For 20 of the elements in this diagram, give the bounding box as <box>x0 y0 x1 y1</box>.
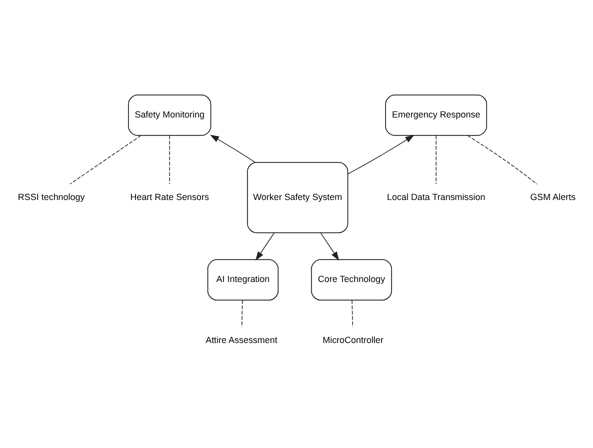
node-box: Worker Safety System <box>247 162 348 233</box>
node-box: Safety Monitoring <box>128 94 212 136</box>
node-text: RSSI technology <box>18 191 85 202</box>
node-box: Emergency Response <box>385 94 488 136</box>
arrow <box>256 232 275 260</box>
connector <box>169 134 170 184</box>
connector <box>241 299 243 327</box>
node-text: Attire Assessment <box>206 334 278 344</box>
node-box: AI Integration <box>207 258 279 300</box>
connector <box>70 134 142 184</box>
node-text: GSM Alerts <box>530 191 576 202</box>
node-text: Heart Rate Sensors <box>130 191 209 202</box>
connector <box>467 134 538 184</box>
node-box: Core Technology <box>311 258 392 300</box>
node-text: Local Data Transmission <box>387 191 486 202</box>
arrow <box>348 134 414 174</box>
arrow <box>320 232 340 260</box>
node-text: MicroController <box>322 334 384 344</box>
arrow <box>210 134 256 162</box>
connector <box>352 299 354 327</box>
